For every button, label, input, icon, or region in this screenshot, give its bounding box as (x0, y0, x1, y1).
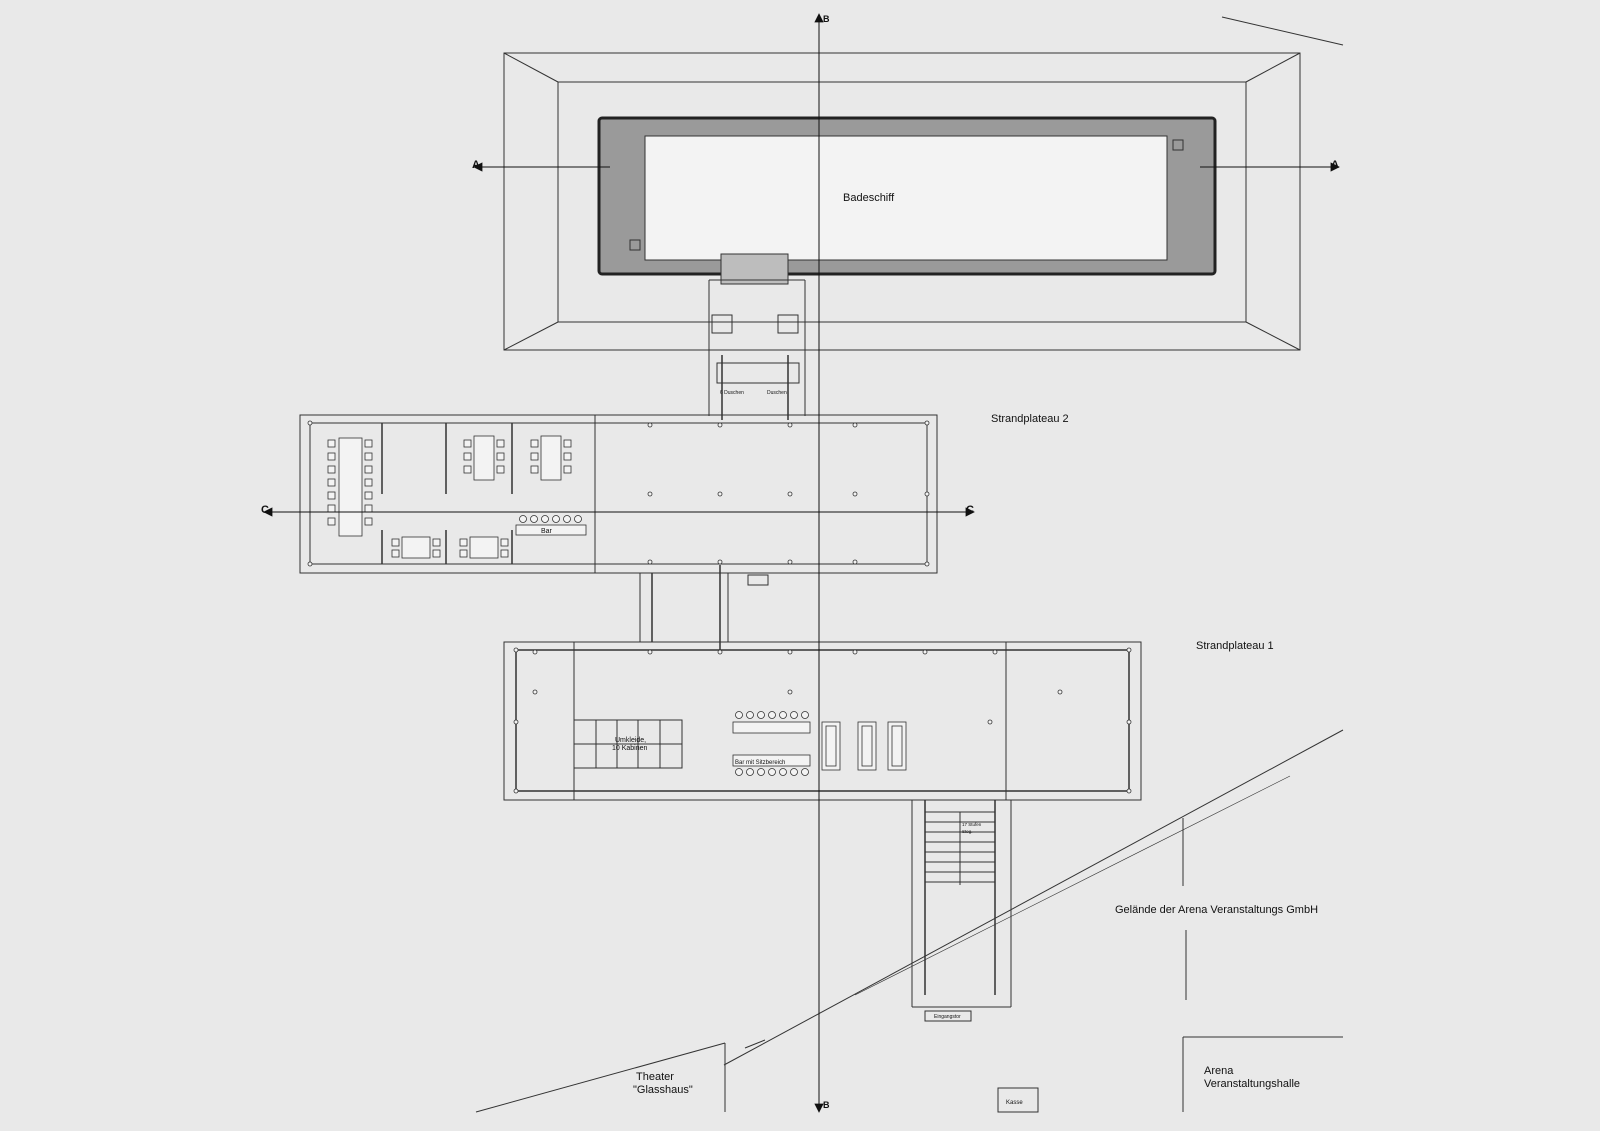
tables-plateau-2 (327, 435, 587, 559)
label-theater-2: "Glasshaus" (633, 1084, 693, 1096)
columns-plateau-1 (513, 647, 1132, 794)
site-boundaries (475, 16, 1344, 1113)
label-umkleide-2: 10 Kabinen (612, 745, 648, 752)
label-kasse: Kasse (1006, 1100, 1023, 1106)
section-marker-c-right: C (966, 504, 974, 516)
section-markers (263, 13, 1340, 1113)
strandplateau-2 (299, 414, 938, 574)
connector-walkway (639, 565, 769, 650)
stairs (911, 800, 1012, 1022)
label-strandplateau-1: Strandplateau 1 (1196, 640, 1274, 652)
label-theater-1: Theater (636, 1071, 674, 1083)
section-marker-a-right: A (1331, 159, 1339, 171)
label-badeschiff: Badeschiff (843, 192, 895, 204)
label-treppe-1: 17 Stufen (962, 822, 982, 827)
label-umkleide-1: Umkleide, (615, 737, 646, 744)
section-lines (268, 18, 1335, 1108)
section-marker-a-left: A (472, 159, 480, 171)
section-marker-b-top: B (823, 14, 830, 24)
bar-seating-plateau-1 (732, 711, 907, 776)
label-duschen-left: 6 Duschen (720, 390, 744, 396)
label-duschen-right: Duschen (767, 390, 787, 396)
label-treppe-2: Steg. (962, 829, 973, 834)
strandplateau-1 (503, 641, 1142, 801)
label-gelaende: Gelände der Arena Veranstaltungs GmbH (1115, 904, 1318, 916)
section-marker-c-left: C (261, 504, 269, 516)
label-bar: Bar (541, 528, 553, 535)
columns-plateau-2 (307, 420, 930, 567)
section-marker-b-bottom: B (823, 1100, 830, 1110)
gangway (708, 253, 806, 420)
label-eingangstor: Eingangstor (934, 1014, 961, 1020)
label-arena-1: Arena (1204, 1065, 1234, 1077)
badeschiff-pool (597, 116, 1217, 276)
badeschiff-surround (503, 52, 1301, 351)
label-strandplateau-2: Strandplateau 2 (991, 413, 1069, 425)
label-arena-2: Veranstaltungshalle (1204, 1078, 1300, 1090)
label-bar-sitzbereich: Bar mit Sitzbereich (735, 760, 785, 766)
